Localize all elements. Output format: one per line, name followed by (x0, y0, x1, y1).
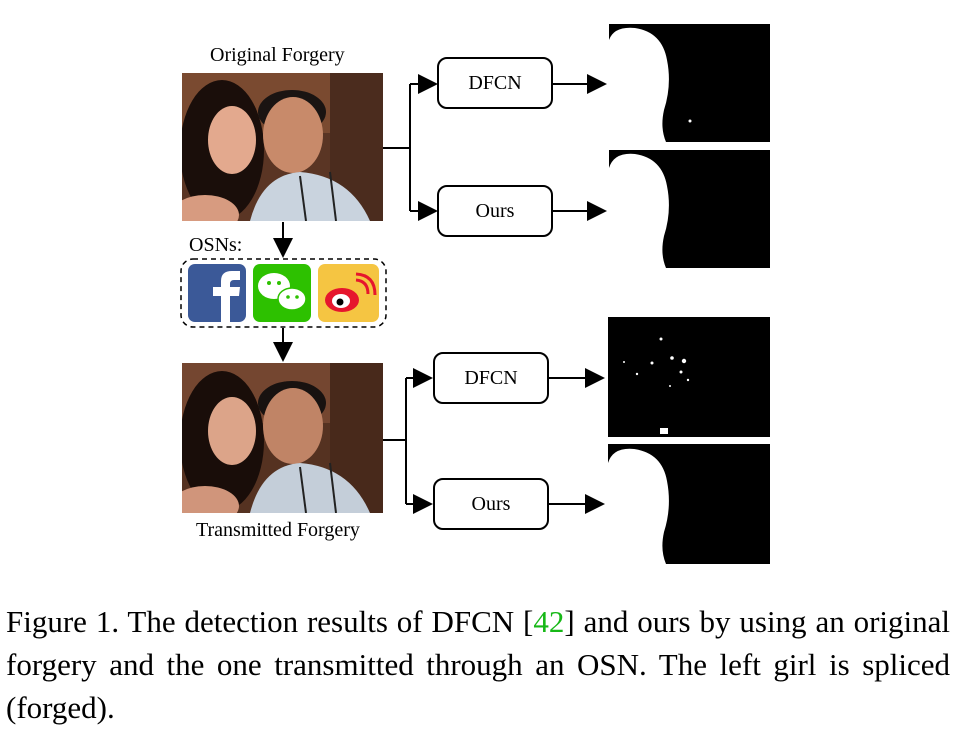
box-dfcn-lower: DFCN (433, 352, 549, 404)
facebook-icon (188, 264, 246, 322)
upper-connectors (383, 74, 607, 221)
label-original-forgery: Original Forgery (210, 44, 345, 66)
lower-connectors (383, 368, 605, 514)
box-dfcn-upper: DFCN (437, 57, 553, 109)
figure-caption: Figure 1. The detection results of DFCN … (6, 600, 950, 729)
mask-ours-transmitted (608, 444, 770, 564)
caption-suffix: ] and ours by using an original forgery … (6, 604, 951, 725)
box-ours-lower: Ours (433, 478, 549, 530)
transmitted-forgery-photo (182, 363, 383, 513)
weibo-icon (318, 264, 379, 322)
figure-diagram (180, 24, 770, 564)
figure-1: Original Forgery OSNs: Transmitted Forge… (180, 24, 770, 564)
mask-ours-original (609, 150, 770, 268)
original-forgery-photo (182, 73, 383, 221)
box-ours-upper: Ours (437, 185, 553, 237)
mask-dfcn-transmitted (608, 317, 770, 437)
caption-prefix: Figure 1. The detection results of DFCN … (6, 604, 534, 639)
osn-group (180, 258, 387, 328)
label-osns: OSNs: (189, 234, 243, 256)
citation-link[interactable]: 42 (533, 604, 565, 639)
mask-dfcn-original (609, 24, 770, 142)
wechat-icon (253, 264, 311, 322)
label-transmitted-forgery: Transmitted Forgery (196, 519, 360, 541)
